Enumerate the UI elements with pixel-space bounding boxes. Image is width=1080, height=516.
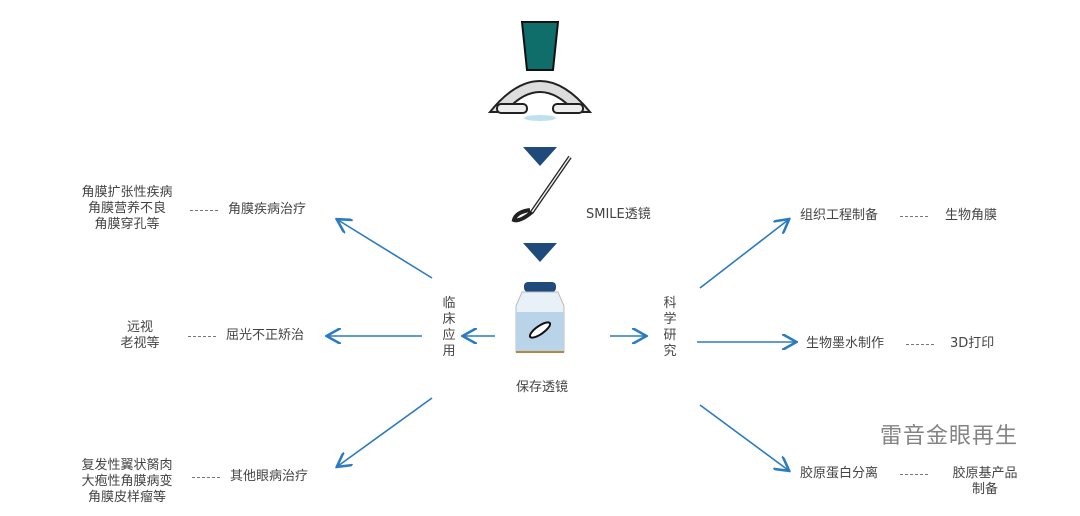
detail-line: 复发性翼状胬肉: [81, 458, 173, 473]
other-eye-disease-details: 复发性翼状胬肉大疱性角膜病变角膜皮样瘤等: [62, 458, 192, 506]
storage-lens-label: 保存透镜: [516, 380, 569, 395]
detail-line: 胶原基产品: [952, 466, 1018, 481]
dash-connector: [900, 216, 928, 217]
detail-line: 角膜穿孔等: [94, 217, 160, 232]
storage-jar-icon: [515, 282, 565, 353]
watermark: 雷音金眼再生: [880, 424, 1019, 449]
eye-surgery-icon: [487, 21, 593, 121]
detail-line: 大疱性角膜病变: [81, 474, 173, 489]
collagen-separation: 胶原蛋白分离: [800, 466, 879, 481]
bio-cornea: 生物角膜: [945, 208, 998, 223]
detail-line: 制备: [971, 482, 998, 497]
refractive-correction: 屈光不正矫治: [226, 328, 305, 343]
detail-line: 远视: [126, 320, 153, 335]
refractive-details: 远视老视等: [110, 320, 170, 352]
dash-connector: [188, 336, 216, 337]
dash-connector: [900, 474, 928, 475]
detail-line: 老视等: [120, 336, 160, 351]
detail-line: 角膜皮样瘤等: [87, 490, 166, 505]
arrows: [328, 220, 795, 470]
clinical-application-label: 临床应用: [442, 296, 456, 359]
tissue-engineering: 组织工程制备: [800, 208, 879, 223]
spatula-icon: [511, 155, 572, 223]
collagen-product-prep: 胶原基产品制备: [930, 466, 1040, 498]
detail-line: 角膜营养不良: [87, 201, 166, 216]
scientific-research-label: 科学研究: [663, 296, 677, 359]
down-triangle-icon: [523, 147, 557, 166]
other-eye-disease-treatment: 其他眼病治疗: [230, 469, 309, 484]
3d-printing: 3D打印: [950, 336, 995, 351]
bio-ink-production: 生物墨水制作: [806, 336, 885, 351]
down-triangle-icon: [523, 243, 557, 262]
detail-line: 角膜扩张性疾病: [81, 185, 173, 200]
dash-connector: [190, 210, 218, 211]
dash-connector: [192, 477, 220, 478]
dash-connector: [906, 344, 934, 345]
smile-lens-label: SMILE透镜: [586, 207, 651, 222]
corneal-disease-treatment: 角膜疾病治疗: [228, 202, 307, 217]
corneal-disease-details: 角膜扩张性疾病角膜营养不良角膜穿孔等: [62, 185, 192, 233]
